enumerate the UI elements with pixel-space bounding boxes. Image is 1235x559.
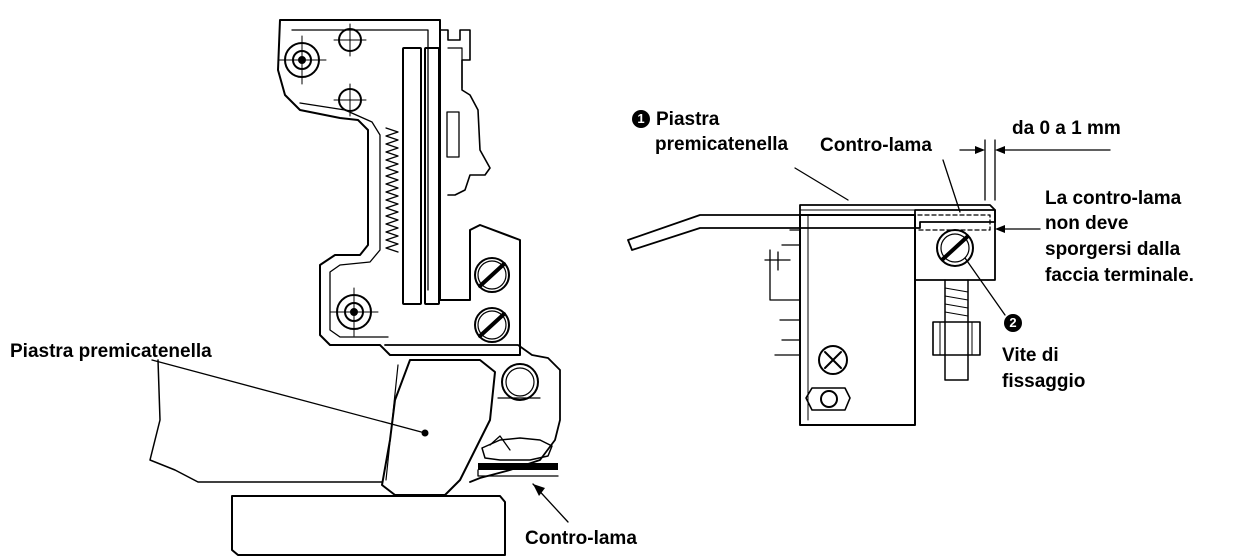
left-plate-label: Piastra premicatenella xyxy=(10,341,212,362)
right-plate-label: 1 Piastra xyxy=(632,108,719,132)
right-plate-label-line1: Piastra xyxy=(656,109,720,130)
gap-dimension-label: da 0 a 1 mm xyxy=(1012,118,1121,139)
note-line-4: faccia terminale. xyxy=(1045,265,1194,286)
plate-number-badge: 1 xyxy=(632,110,650,128)
base-block xyxy=(231,495,506,556)
right-blade-label: Contro-lama xyxy=(820,135,932,156)
screw-label-number: 2 xyxy=(1004,312,1028,336)
note-line-2: non deve xyxy=(1045,213,1129,234)
screw-label-line1: Vite di xyxy=(1002,345,1059,366)
left-blade-label: Contro-lama xyxy=(525,528,637,549)
contro-lama-blade-left xyxy=(478,463,558,470)
note-line-3: sporgersi dalla xyxy=(1045,239,1181,260)
right-plate-label-line2: premicatenella xyxy=(655,134,789,155)
bracket-outline xyxy=(277,19,521,356)
screw-label-line2: fissaggio xyxy=(1002,371,1086,392)
plate-bent-tab xyxy=(627,204,996,251)
contro-lama-block xyxy=(914,209,996,281)
screw-number-badge: 2 xyxy=(1004,314,1022,332)
note-line-1: La contro-lama xyxy=(1045,188,1182,209)
